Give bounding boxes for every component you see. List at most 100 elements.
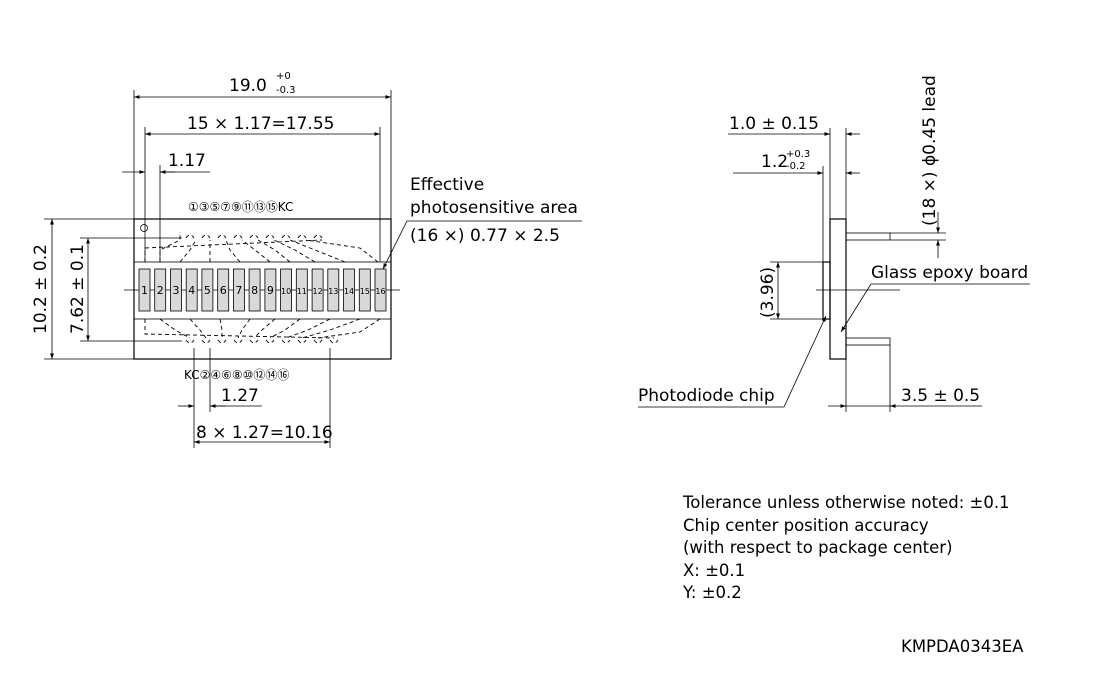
chip-thk-main: 1.2 bbox=[761, 152, 788, 172]
effective-area-callout: Effective photosensitive area (16 ×) 0.7… bbox=[382, 175, 582, 270]
note-line-5: Y: ±0.2 bbox=[683, 583, 742, 602]
note-line-4: X: ±0.1 bbox=[683, 560, 746, 580]
width-main-text: 19.0 bbox=[229, 76, 267, 96]
width-tol-minus: -0.3 bbox=[276, 85, 296, 96]
tolerance-notes: Tolerance unless otherwise noted: ±0.1 C… bbox=[683, 492, 1010, 605]
bottom-pads-pad bbox=[217, 339, 227, 344]
element-6 bbox=[217, 268, 230, 312]
element-11 bbox=[295, 268, 308, 312]
top-lead-pads bbox=[185, 234, 323, 239]
dim-width: 19.0 +0 -0.3 bbox=[133, 71, 392, 219]
dim-lead: (18 ×) ϕ0.45 lead bbox=[890, 75, 946, 258]
pitch-text: 1.17 bbox=[168, 151, 206, 171]
dim-pitch-span: 15 × 1.17=17.55 bbox=[144, 114, 381, 262]
element-label-5: 5 bbox=[204, 284, 211, 297]
index-mark bbox=[140, 224, 148, 232]
element-10 bbox=[280, 268, 293, 312]
bottom-pads-pad bbox=[297, 339, 307, 344]
width-tol-plus: +0 bbox=[276, 71, 291, 82]
effective-line-3: (16 ×) 0.77 × 2.5 bbox=[410, 226, 560, 246]
board-side bbox=[829, 218, 847, 360]
bottom-pads-pad bbox=[281, 339, 291, 344]
element-label-4: 4 bbox=[188, 284, 195, 297]
lead-text: (18 ×) ϕ0.45 lead bbox=[920, 75, 940, 226]
bottom-pads-pad bbox=[329, 339, 339, 344]
dim-board-thk: 1.0 ± 0.15 bbox=[728, 114, 860, 219]
pin-pitch-text: 1.27 bbox=[221, 386, 259, 406]
note-line-2: Chip center position accuracy bbox=[683, 515, 929, 535]
chip-height-text: (3.96) bbox=[758, 267, 778, 318]
element-label-2: 2 bbox=[157, 284, 164, 297]
dim-chip-thk: 1.2 +0.3 -0.2 bbox=[733, 149, 860, 262]
element-label-16: 16 bbox=[375, 287, 385, 296]
photodiode-callout: Photodiode chip bbox=[638, 315, 827, 408]
lead-top bbox=[845, 232, 891, 241]
top-pads-pad bbox=[185, 234, 195, 239]
bottom-pads-pad bbox=[185, 339, 195, 344]
element-label-13: 13 bbox=[328, 287, 338, 296]
dim-chip-height: (3.96) bbox=[758, 261, 823, 320]
element-14 bbox=[343, 268, 355, 312]
element-label-14: 14 bbox=[344, 287, 354, 296]
element-15 bbox=[358, 268, 371, 312]
element-12 bbox=[311, 268, 324, 312]
element-4 bbox=[185, 268, 198, 312]
bottom-pads-pad bbox=[233, 339, 243, 344]
pin-span-text: 8 × 1.27=10.16 bbox=[196, 423, 333, 443]
element-label-8: 8 bbox=[251, 284, 258, 297]
pitch-span-text: 15 × 1.17=17.55 bbox=[187, 114, 334, 134]
note-line-3: (with respect to package center) bbox=[683, 538, 953, 557]
dim-pin-span: 8 × 1.27=10.16 bbox=[194, 348, 333, 448]
bottom-pads-pad bbox=[265, 339, 275, 344]
element-7 bbox=[232, 268, 245, 312]
element-label-15: 15 bbox=[360, 287, 370, 296]
bottom-pin-labels: KC②④⑥⑧⑩⑫⑭⑯ bbox=[184, 368, 289, 382]
height-text: 10.2 ± 0.2 bbox=[31, 244, 51, 334]
dim-lead-len: 3.5 ± 0.5 bbox=[828, 345, 982, 412]
element-label-7: 7 bbox=[235, 284, 242, 297]
bottom-pads-pad bbox=[249, 339, 259, 344]
chip-outline bbox=[133, 261, 392, 320]
element-1 bbox=[138, 268, 151, 312]
glass-epoxy-callout: Glass epoxy board bbox=[840, 263, 1030, 333]
dim-height: 10.2 ± 0.2 bbox=[31, 218, 134, 360]
side-view bbox=[816, 218, 900, 360]
element-label-12: 12 bbox=[313, 287, 323, 296]
top-pads-pad bbox=[201, 234, 211, 239]
top-pads-pad bbox=[297, 234, 307, 239]
element-3 bbox=[170, 268, 182, 312]
element-label-6: 6 bbox=[220, 284, 227, 297]
element-5 bbox=[201, 268, 214, 312]
drawing-code: KMPDA0343EA bbox=[901, 637, 1024, 656]
top-pin-labels: ①③⑤⑦⑨⑪⑬⑮KC bbox=[188, 200, 293, 214]
dim-pin-pitch: 1.27 bbox=[178, 348, 262, 448]
wire-traces bbox=[144, 232, 381, 339]
top-pads-pad bbox=[281, 234, 291, 239]
element-label-3: 3 bbox=[173, 284, 180, 297]
element-13 bbox=[327, 268, 340, 312]
element-2 bbox=[154, 268, 167, 312]
lead-bottom bbox=[845, 337, 891, 346]
effective-line-1: Effective bbox=[410, 175, 484, 195]
element-label-11: 11 bbox=[297, 287, 307, 296]
bottom-pads-pad bbox=[201, 339, 211, 344]
top-pads-pad bbox=[217, 234, 227, 239]
bottom-pads-pad bbox=[313, 339, 323, 344]
lead-row-text: 7.62 ± 0.1 bbox=[68, 244, 88, 334]
chip-tol-minus: -0.2 bbox=[786, 161, 806, 172]
lead-len-text: 3.5 ± 0.5 bbox=[901, 386, 980, 406]
top-pads-pad bbox=[233, 234, 243, 239]
chip-side bbox=[822, 261, 831, 320]
top-pads-pad bbox=[265, 234, 275, 239]
top-pads-pad bbox=[249, 234, 259, 239]
note-line-1: Tolerance unless otherwise noted: ±0.1 bbox=[683, 493, 1010, 512]
effective-line-2: photosensitive area bbox=[410, 198, 578, 218]
element-9 bbox=[264, 268, 277, 312]
photodiode-text: Photodiode chip bbox=[638, 386, 775, 406]
chip-tol-plus: +0.3 bbox=[786, 149, 810, 160]
board-thk-text: 1.0 ± 0.15 bbox=[729, 114, 819, 134]
bottom-lead-pads bbox=[185, 339, 339, 344]
